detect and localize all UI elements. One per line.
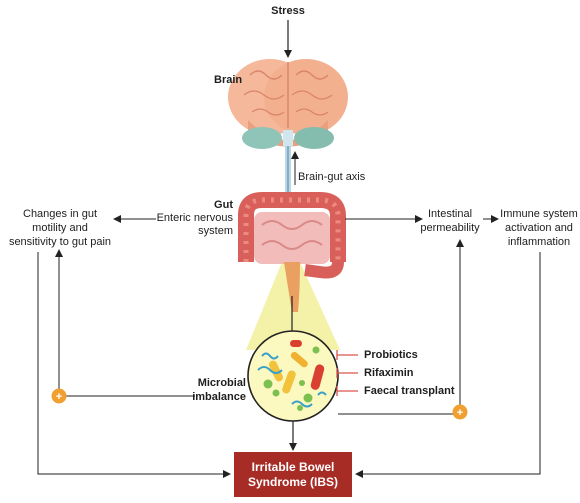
gut-label: Gut bbox=[214, 199, 233, 211]
permeability-label-line2: permeability bbox=[420, 222, 480, 234]
plus-badge-left-text: + bbox=[56, 391, 62, 403]
motility-label-line1: Changes in gut bbox=[23, 208, 97, 220]
microbiome-circle bbox=[247, 330, 339, 422]
immune-label-line3: inflammation bbox=[507, 236, 571, 248]
microbial-label-line2: imbalance bbox=[192, 391, 246, 403]
immune-label-line1: Immune system bbox=[500, 208, 578, 220]
treatment-rifaximin: Rifaximin bbox=[364, 367, 414, 379]
motility-label-line2: motility and bbox=[32, 222, 88, 234]
immune-label-line2: activation and bbox=[505, 222, 573, 234]
brain-illustration bbox=[228, 59, 348, 149]
plus-badge-right: + bbox=[452, 404, 468, 420]
ibs-label-line1: Irritable Bowel bbox=[251, 459, 335, 474]
ibs-label-line2: Syndrome (IBS) bbox=[247, 474, 338, 489]
treatment-probiotics: Probiotics bbox=[364, 349, 418, 361]
plus-badge-right-text: + bbox=[457, 407, 463, 419]
brain-gut-axis-label: Brain-gut axis bbox=[298, 171, 366, 183]
enteric-label-line2: system bbox=[198, 225, 233, 237]
motility-to-ibs-arrow bbox=[37, 252, 231, 478]
enteric-label-line1: Enteric nervous bbox=[156, 212, 233, 224]
colon-illustration bbox=[238, 192, 346, 312]
ibs-box: Irritable Bowel Syndrome (IBS) bbox=[234, 452, 352, 497]
microbial-label-line1: Microbial bbox=[197, 377, 246, 389]
microbial-to-motility-arrow bbox=[55, 249, 195, 397]
immune-to-ibs-arrow bbox=[355, 252, 541, 478]
motility-label-line3: sensitivity to gut pain bbox=[8, 236, 112, 248]
plus-badge-left: + bbox=[51, 388, 67, 404]
permeability-label-line1: Intestinal bbox=[427, 208, 473, 220]
treatment-faecal-transplant: Faecal transplant bbox=[364, 385, 455, 397]
treatment-inhibitors bbox=[336, 350, 358, 396]
brain-label: Brain bbox=[214, 74, 243, 86]
stress-label: Stress bbox=[271, 5, 305, 17]
